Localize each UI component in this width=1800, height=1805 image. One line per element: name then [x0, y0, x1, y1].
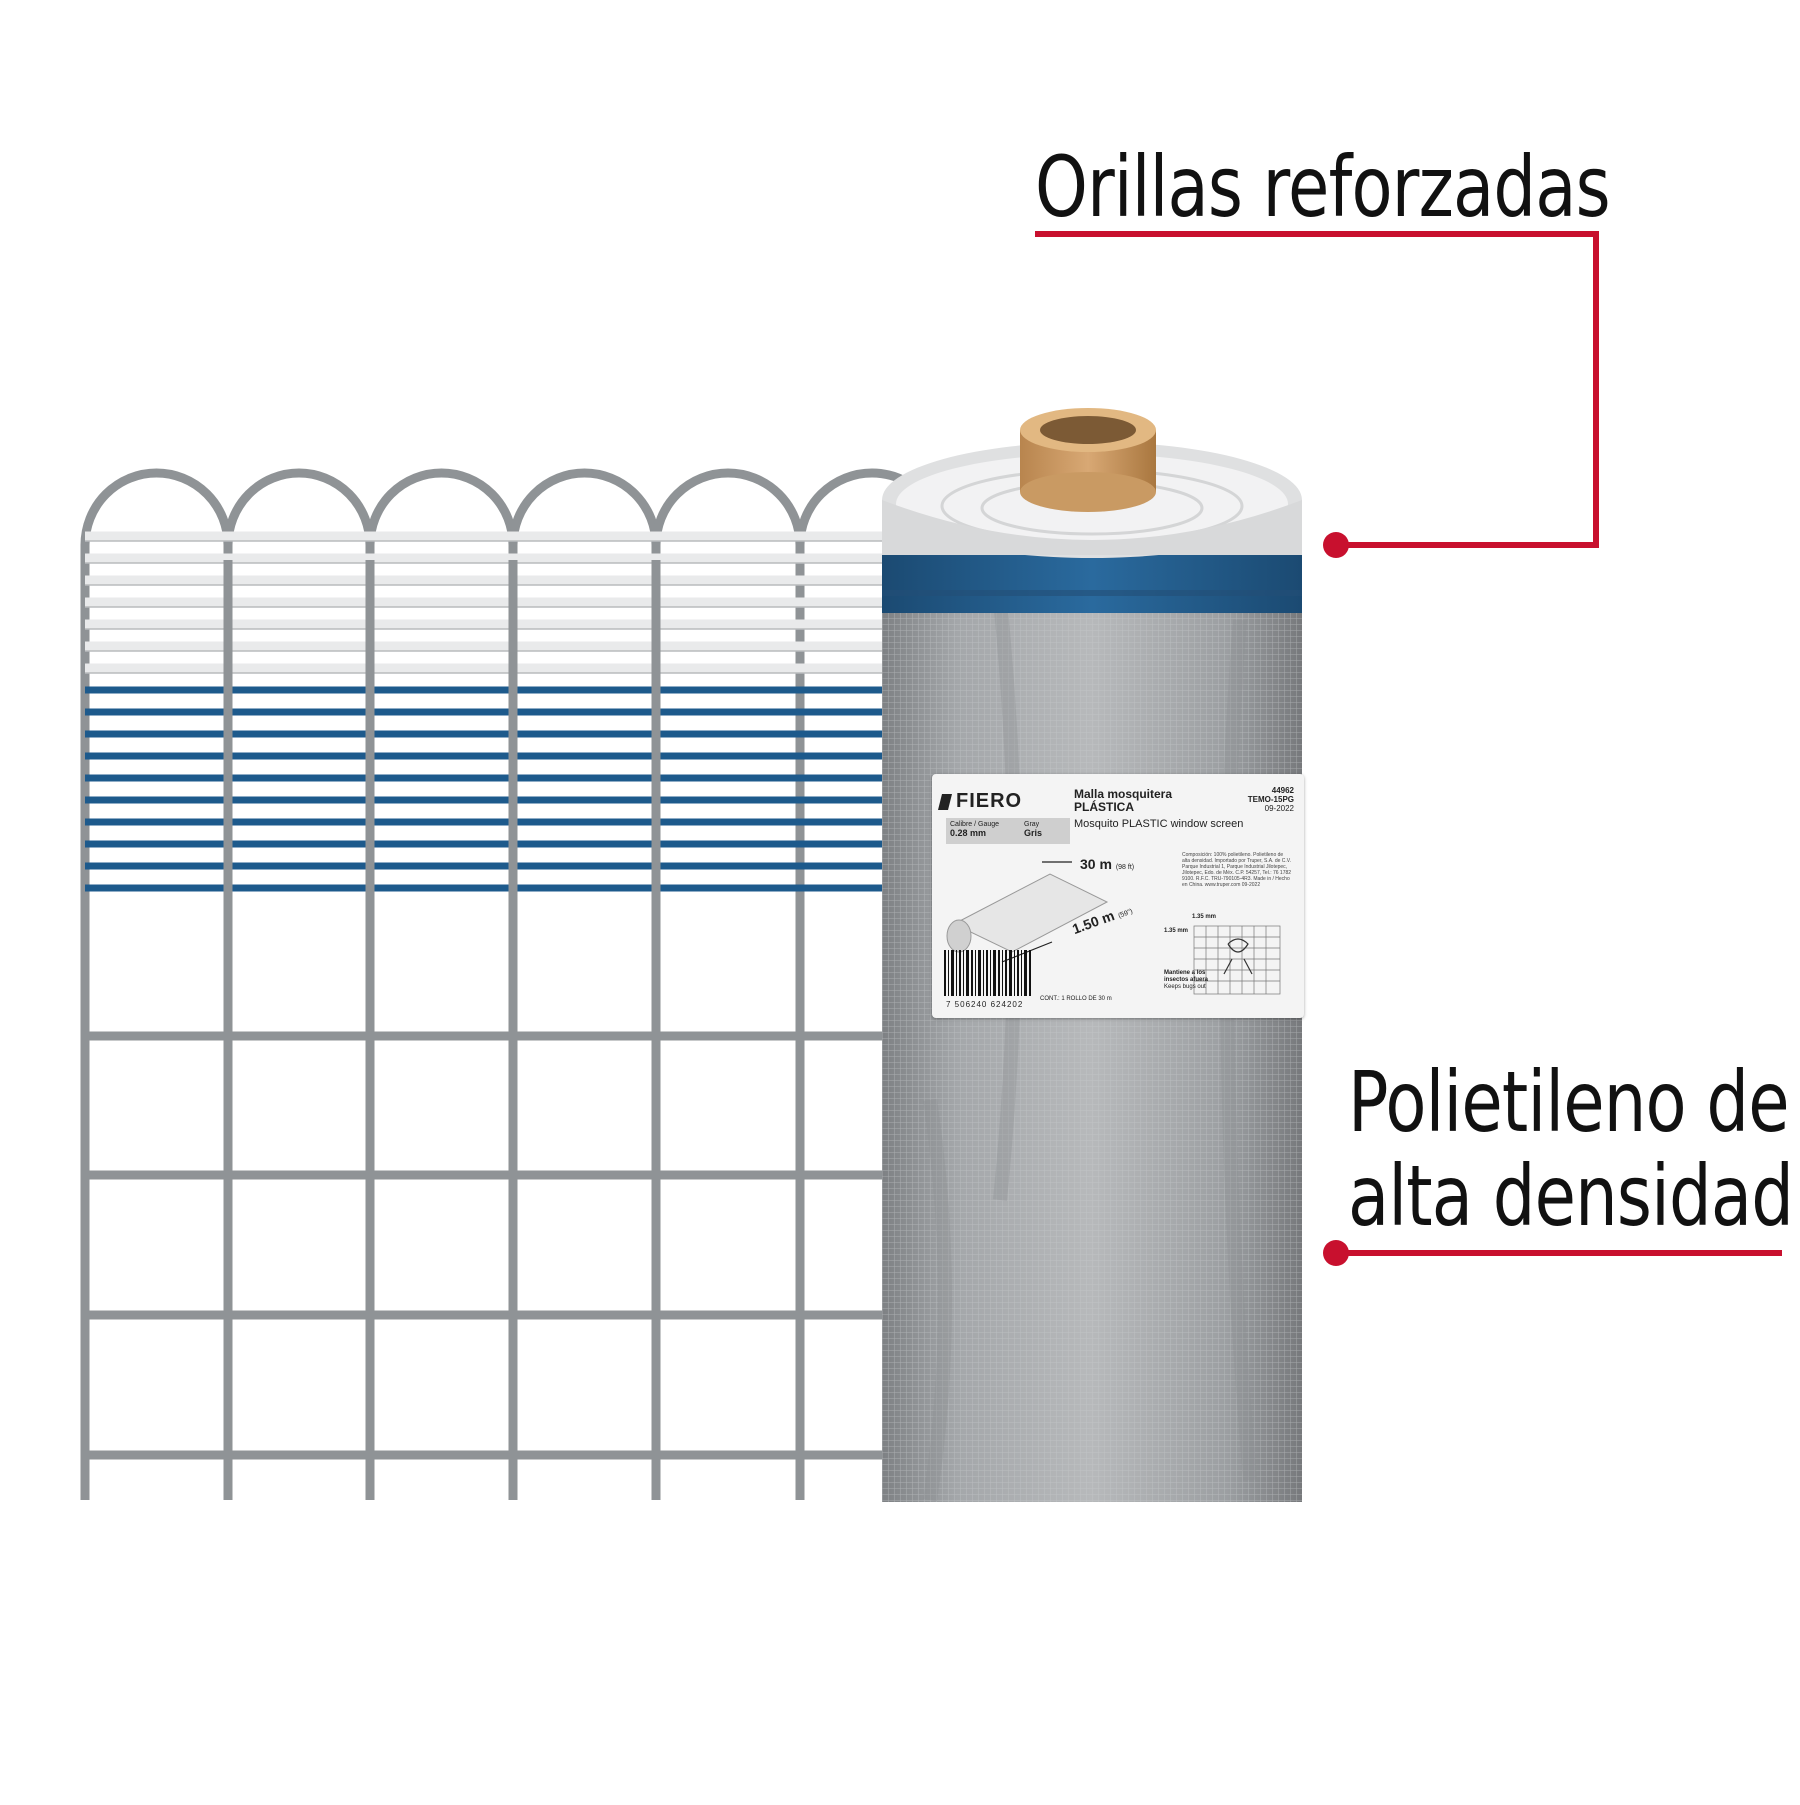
- product-code: 44962 TEMO-15PG 09-2022: [1248, 786, 1294, 813]
- wire-verticals-front: [223, 560, 661, 905]
- roll-illustration-icon: [946, 861, 1109, 963]
- callout-top-line: [1035, 231, 1599, 558]
- contents-text: CONT.: 1 ROLLO DE 30 m: [1040, 996, 1112, 1002]
- composition-text: Composición: 100% polietileno. Polietile…: [1182, 852, 1292, 888]
- fiero-logo-icon: [938, 794, 952, 810]
- callout-bottom-dot: [1323, 1240, 1349, 1266]
- product-label: FIERO Malla mosquitera PLÁSTICA Mosquito…: [932, 774, 1304, 1018]
- title-en: Mosquito PLASTIC window screen: [1074, 818, 1244, 830]
- label-graphics: [938, 794, 1281, 996]
- color-spec: Gray Gris: [1020, 818, 1070, 844]
- mesh-size-v: 1.35 mm: [1164, 928, 1189, 934]
- mesh-grid-icon: [1193, 925, 1281, 995]
- callout-hdpe-line1: Polietileno de: [1348, 1053, 1790, 1151]
- label-date: 09-2022: [1264, 804, 1294, 813]
- mesh-size-h: 1.35 mm: [1192, 914, 1217, 920]
- callout-reinforced-edges: Orillas reforzadas: [1035, 138, 1611, 236]
- model-number: TEMO-15PG: [1247, 795, 1294, 804]
- callout-hdpe: Polietileno de alta densidad: [1348, 1053, 1794, 1246]
- code-number: 44962: [1271, 786, 1294, 795]
- blue-reinforced-edge: [882, 555, 1302, 613]
- callout-top-dot: [1323, 532, 1349, 558]
- callout-bottom-line: [1323, 1240, 1782, 1266]
- callout-hdpe-line2: alta densidad: [1348, 1147, 1794, 1246]
- gauge-spec: Calibre / Gauge 0.28 mm: [946, 818, 1024, 844]
- barcode-number: 7 506240 624202: [946, 1000, 1024, 1009]
- keeps-bugs-out: Mantiene a los insectos afuera Keeps bug…: [1164, 970, 1209, 990]
- brand-logo: FIERO: [956, 790, 1023, 812]
- barcode-icon: [944, 950, 1031, 996]
- wire-arches: [80, 468, 949, 546]
- blue-strands: [85, 686, 890, 892]
- white-strand-edges: [85, 540, 890, 674]
- length-dimension: 30 m (98 ft): [1080, 856, 1135, 872]
- white-strands: [85, 531, 890, 673]
- title-es: Malla mosquitera PLÁSTICA: [1074, 787, 1173, 814]
